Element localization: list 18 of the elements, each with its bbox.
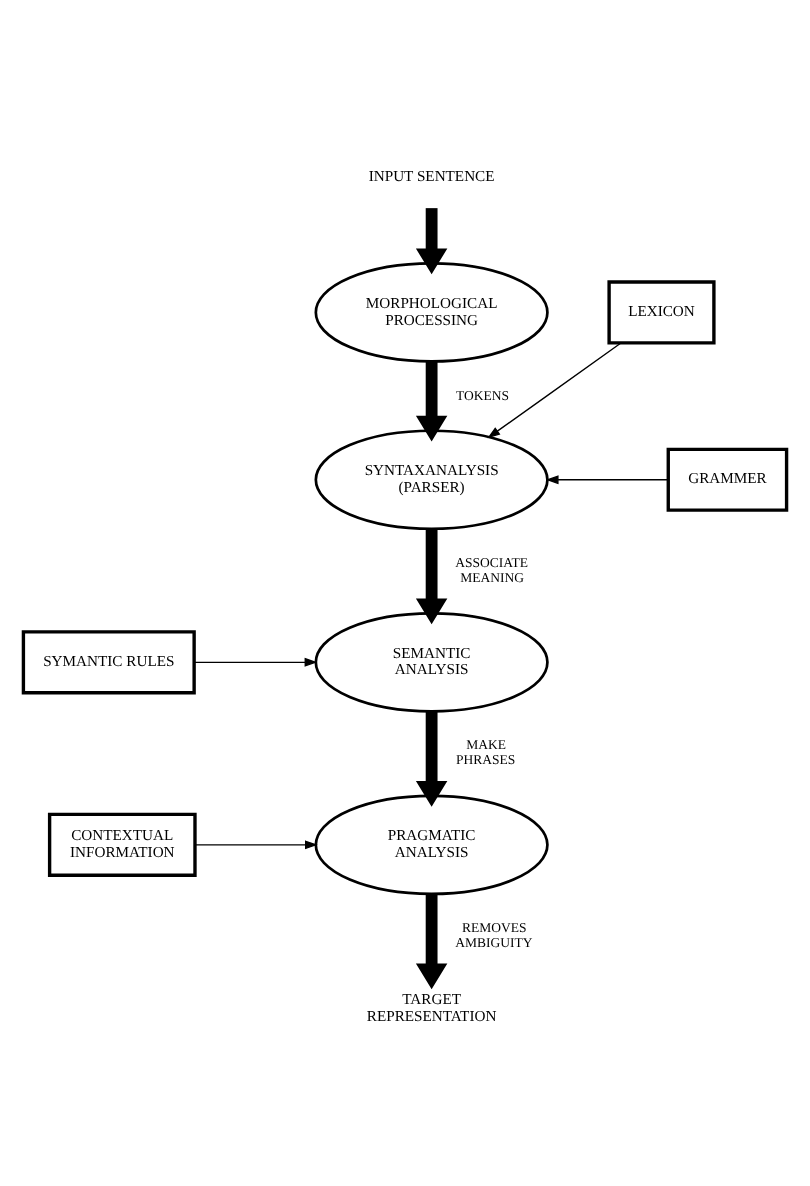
arrow (487, 342, 622, 439)
arrow (193, 657, 318, 667)
node-ellipse: SEMANTIC ANALYSIS (314, 611, 549, 713)
node-ellipse: PRAGMATIC ANALYSIS (314, 794, 549, 896)
node-text: TARGET REPRESENTATION (366, 990, 497, 1025)
node-box: LEXICON (607, 280, 716, 345)
arrow (415, 711, 448, 807)
node-box: SYMANTIC RULES (21, 630, 196, 695)
arrow (415, 361, 448, 442)
node-box: GRAMMER (666, 447, 789, 512)
node-box: CONTEXTUAL INFORMATION (47, 812, 197, 877)
node-ellipse: MORPHOLOGICAL PROCESSING (314, 262, 549, 363)
arrow (415, 529, 448, 625)
arrow (415, 894, 448, 990)
arrow (415, 208, 448, 275)
arrow (194, 840, 318, 850)
arrow (545, 475, 669, 485)
node-text: INPUT SENTENCE (368, 166, 495, 185)
